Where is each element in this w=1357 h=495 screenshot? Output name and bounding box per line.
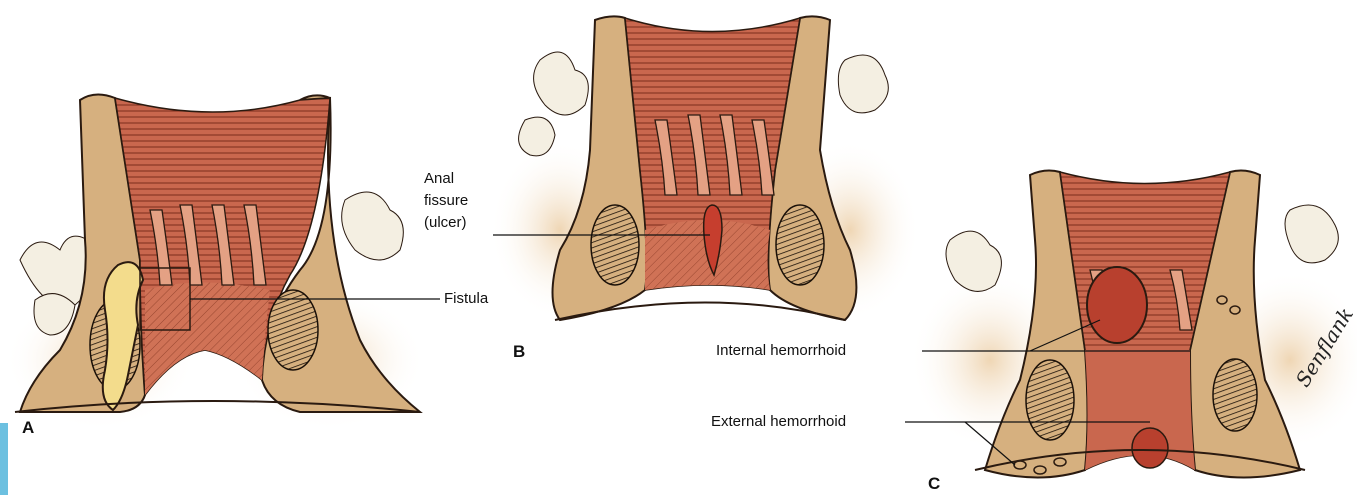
panel-b-letter: B: [513, 342, 525, 362]
anal-fissure-label-line1: Anal: [424, 169, 454, 189]
panel-a-illustration: [5, 94, 440, 430]
panel-c-external-hemorrhoid: [1132, 428, 1168, 468]
panel-a-letter: A: [22, 418, 34, 438]
anal-fissure-label-line2: fissure: [424, 191, 468, 211]
panel-c-left-sphincter: [1026, 360, 1074, 440]
panel-c-letter: C: [928, 474, 940, 494]
panel-a-right-sphincter: [268, 290, 318, 370]
panel-b-illustration: [490, 16, 920, 320]
anal-fissure-label-line3: (ulcer): [424, 213, 467, 233]
panel-b-right-sphincter: [776, 205, 824, 285]
panel-c-illustration: [905, 171, 1357, 478]
internal-hemorrhoid-label: Internal hemorrhoid: [716, 341, 846, 361]
external-hemorrhoid-label: External hemorrhoid: [711, 412, 846, 432]
panel-b-left-sphincter: [591, 205, 639, 285]
fistula-label: Fistula: [444, 289, 488, 309]
panel-c-right-sphincter: [1213, 359, 1257, 431]
panel-a-right-fat: [342, 192, 404, 260]
panel-c-internal-hemorrhoid: [1087, 267, 1147, 343]
